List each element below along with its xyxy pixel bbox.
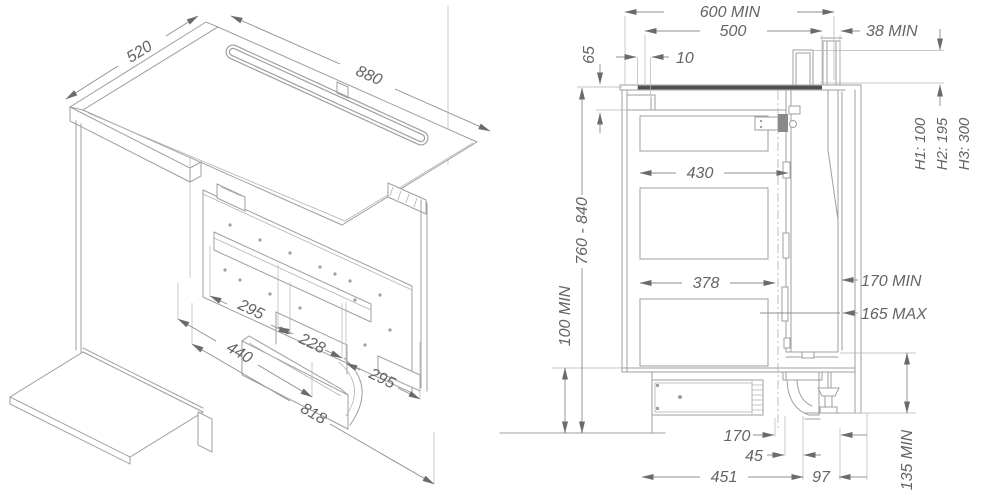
counter-cut-cap	[189, 161, 202, 183]
blower-unit	[651, 379, 764, 416]
cabinet-left-panel	[75, 120, 82, 353]
vent-end-tab	[336, 81, 349, 99]
screw-holes	[223, 223, 392, 347]
vent-tower	[792, 37, 843, 86]
hood-back-panel	[202, 182, 428, 394]
rear-wall	[804, 84, 862, 414]
dim-97: 97	[812, 469, 831, 486]
dim-65: 65	[581, 46, 598, 64]
drawer-1	[639, 115, 769, 152]
cabinet-section	[621, 89, 856, 434]
dim-135-min: 135 MIN	[899, 429, 916, 490]
dim-h2: H2: 195	[934, 117, 951, 170]
dim-h3: H3: 300	[956, 117, 973, 170]
side-section-view: 600 MIN 500 38 MIN 10 65 H1: 100 H2: 195…	[499, 4, 973, 490]
glass-inner-edge	[87, 112, 474, 222]
dim-430: 430	[687, 165, 714, 182]
dim-h1: H1: 100	[912, 117, 929, 170]
drawer-2	[639, 187, 769, 260]
duct-elbow	[782, 371, 823, 420]
dim-100-min: 100 MIN	[557, 285, 574, 346]
dim-170-min: 170 MIN	[861, 273, 922, 290]
dim-500: 500	[720, 23, 747, 40]
countertop	[619, 84, 846, 91]
dim-170: 170	[724, 428, 751, 445]
iso-extension-lines	[177, 246, 435, 484]
dim-451: 451	[711, 469, 738, 486]
side-dimensions: 600 MIN 500 38 MIN 10 65 H1: 100 H2: 195…	[557, 4, 973, 490]
vent-slot	[225, 44, 429, 146]
adjustable-foot	[817, 371, 840, 414]
mounting-bracket	[778, 114, 788, 132]
plinth-drawer	[241, 311, 363, 430]
cabinet-base	[8, 347, 213, 465]
dim-38-min: 38 MIN	[866, 23, 918, 40]
dim-880: 880	[353, 63, 384, 89]
dim-760-840: 760 - 840	[574, 197, 591, 265]
mounting-rail	[754, 116, 779, 131]
drawer-3	[639, 298, 769, 367]
cooktop-glass	[81, 26, 479, 226]
dim-165-max: 165 MAX	[861, 306, 928, 323]
dim-378: 378	[693, 275, 720, 292]
dim-600-min: 600 MIN	[700, 4, 761, 21]
dim-10: 10	[676, 50, 694, 67]
dim-45: 45	[745, 448, 763, 465]
cooktop-section-band	[638, 85, 822, 90]
isometric-view: 520 880 295 228 295 440 818	[8, 5, 491, 485]
